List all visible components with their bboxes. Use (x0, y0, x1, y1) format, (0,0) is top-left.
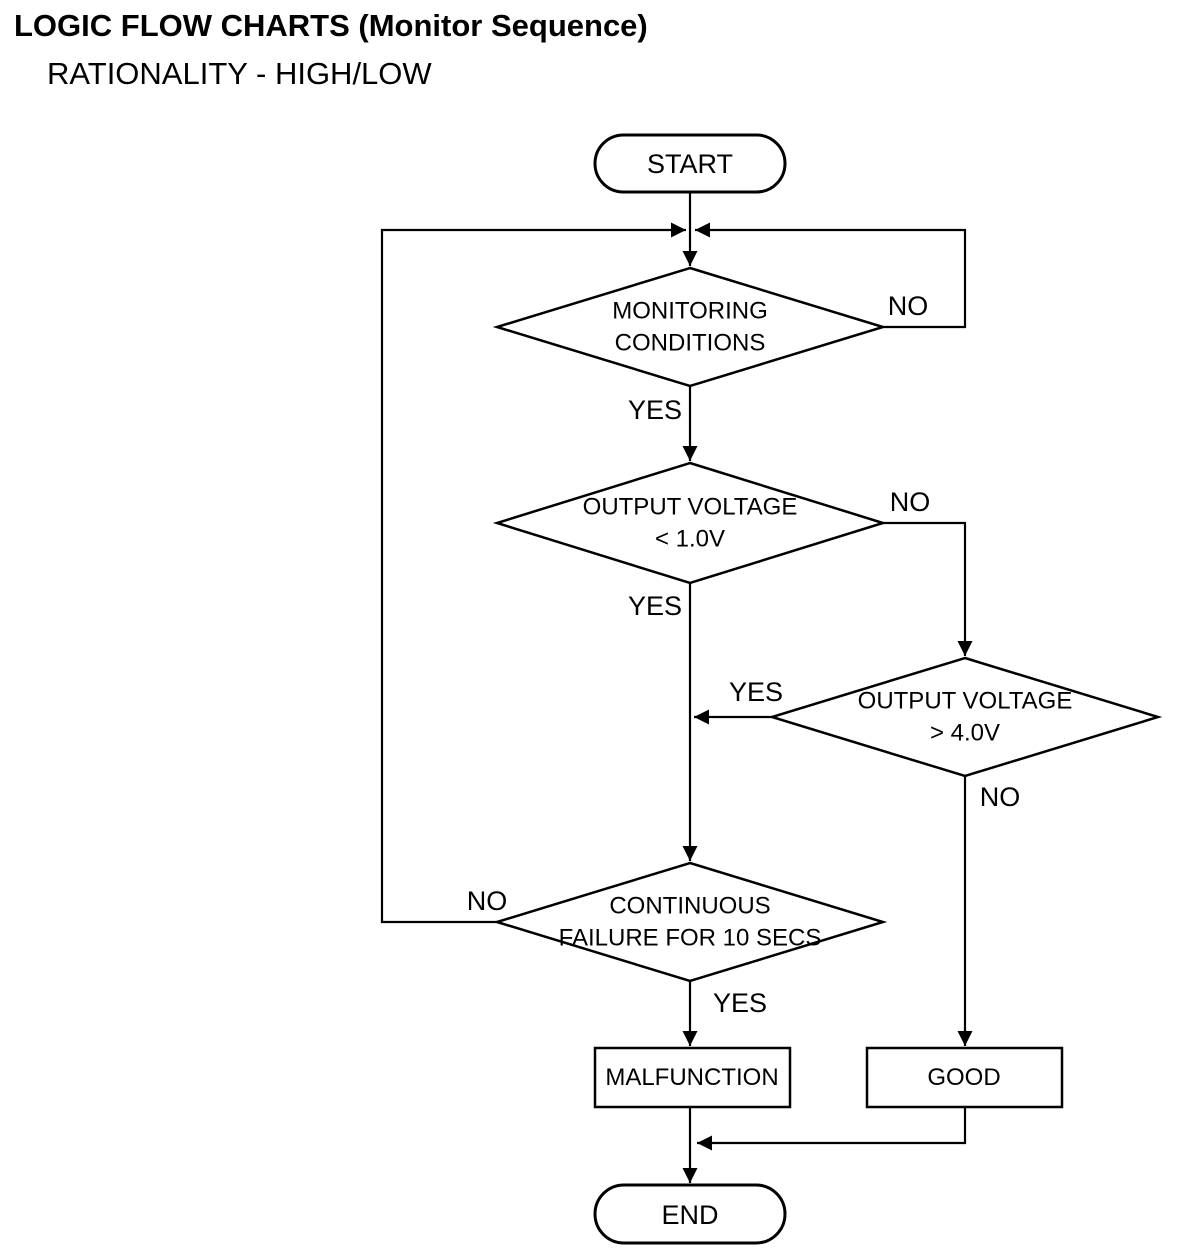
end-terminator-shape (593, 1183, 787, 1245)
edge-good-merge (697, 1107, 967, 1151)
good-box-label: GOOD (927, 1063, 1001, 1091)
monitoring-decision-label: MONITORING CONDITIONS (612, 297, 768, 357)
page-title: LOGIC FLOW CHARTS (Monitor Sequence) (14, 8, 648, 43)
voltage-low-decision-shape (492, 461, 888, 585)
voltage-low-yes-label: YES (627, 590, 683, 621)
edge-voltage-low-no (883, 521, 973, 656)
continuous-failure-decision-shape (492, 861, 888, 983)
page-subtitle: RATIONALITY - HIGH/LOW (47, 56, 432, 91)
voltage-high-no-label: NO (979, 781, 1021, 812)
edge-monitoring-no-loop (695, 222, 967, 329)
monitoring-decision-shape (492, 266, 888, 388)
continuous-no-label: NO (466, 885, 508, 916)
voltage-high-decision-label: OUTPUT VOLTAGE > 4.0V (857, 687, 1073, 747)
voltage-high-yes-label: YES (728, 676, 784, 707)
voltage-high-decision-shape (767, 656, 1163, 778)
voltage-low-no-label: NO (889, 486, 931, 517)
voltage-low-decision-label: OUTPUT VOLTAGE < 1.0V (582, 493, 798, 553)
malfunction-box-label: MALFUNCTION (605, 1063, 779, 1091)
end-node-label: END (661, 1199, 719, 1230)
malfunction-process-shape (593, 1046, 792, 1109)
start-terminator-shape (593, 133, 787, 194)
continuous-yes-label: YES (712, 987, 768, 1018)
start-node-label: START (646, 148, 734, 179)
good-process-shape (865, 1046, 1064, 1109)
monitoring-yes-label: YES (627, 394, 683, 425)
continuous-failure-decision-label: CONTINUOUS FAILURE FOR 10 SECS (558, 892, 822, 952)
edge-continuous-no-loop (380, 222, 686, 924)
monitoring-no-label: NO (887, 290, 929, 321)
